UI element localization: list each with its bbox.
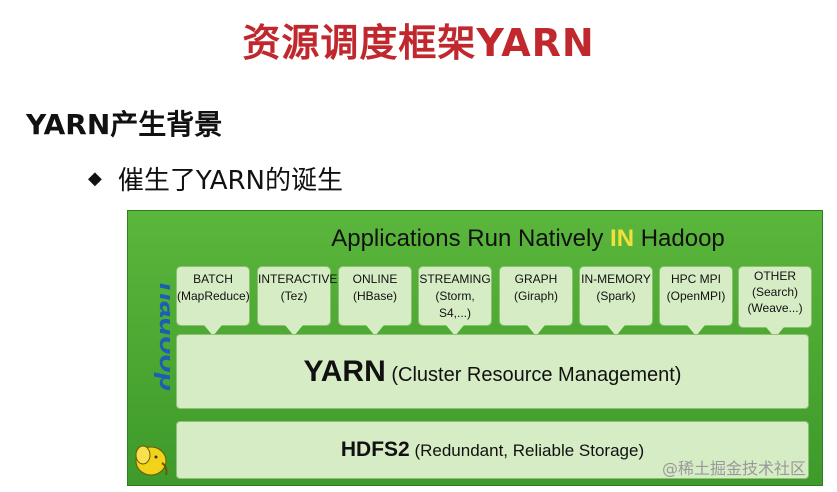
diagram-title: Applications Run Natively IN Hadoop: [331, 225, 725, 252]
yarn-detail: (Cluster Resource Management): [385, 364, 682, 386]
hdfs-detail: (Redundant, Reliable Storage): [409, 441, 645, 460]
watermark: @稀土掘金技术社区: [662, 459, 807, 478]
hdfs-label: HDFS2: [340, 438, 410, 461]
hadoop-diagram: Applications Run Natively IN Hadoop hado…: [127, 210, 823, 486]
app-box-graph: GRAPH(Giraph): [499, 266, 573, 336]
hadoop-logo-icon: hadoop: [135, 283, 170, 476]
app-box-streaming: STREAMING(Storm, S4,...): [418, 266, 492, 336]
bullet-line: ◆ 催生了YARN的诞生: [88, 160, 343, 197]
app-box-hpc-mpi: HPC MPI(OpenMPI): [659, 266, 733, 336]
app-box-online: ONLINE(HBase): [338, 266, 412, 336]
app-box-other: OTHER(Search)(Weave...): [738, 266, 812, 338]
app-box-batch: BATCH(MapReduce): [176, 266, 250, 336]
elephant-icon: [135, 445, 168, 476]
hdfs-layer: HDFS2 (Redundant, Reliable Storage): [176, 421, 809, 479]
yarn-layer: YARN (Cluster Resource Management): [176, 334, 809, 409]
app-box-in-memory: IN-MEMORY(Spark): [579, 266, 653, 336]
app-frameworks: BATCH(MapReduce) INTERACTIVE(Tez) ONLINE…: [176, 266, 818, 338]
section-title: YARN产生背景: [26, 108, 223, 141]
app-box-interactive: INTERACTIVE(Tez): [257, 266, 337, 336]
yarn-label: YARN: [303, 355, 386, 388]
slide-title: 资源调度框架YARN: [242, 21, 595, 65]
diamond-bullet-icon: ◆: [88, 168, 102, 189]
hadoop-logo-text: hadoop: [153, 283, 170, 391]
bullet-text: 催生了YARN的诞生: [117, 166, 344, 196]
